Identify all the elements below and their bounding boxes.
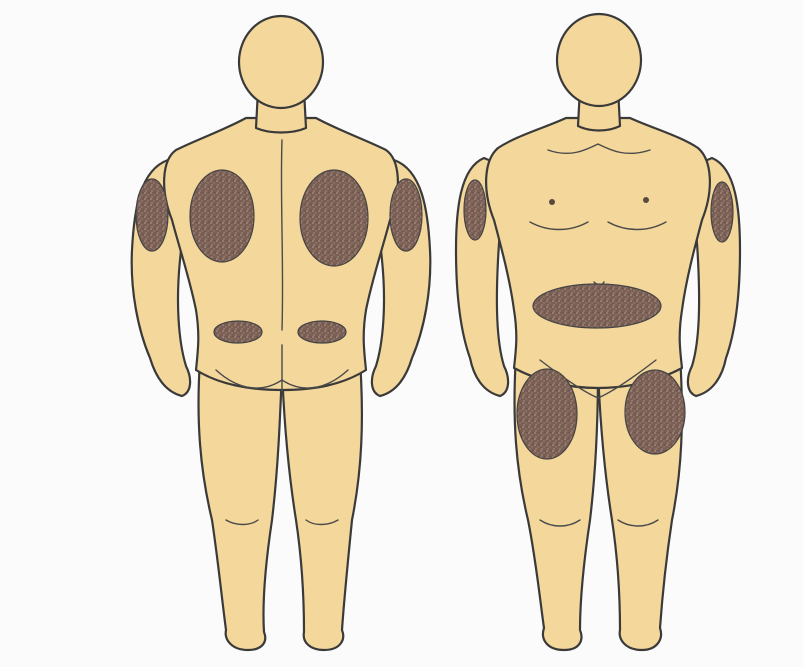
front-torso [486, 118, 710, 388]
back-zone-right-lower-back [298, 321, 346, 343]
back-head [239, 16, 323, 108]
back-view-figure [132, 16, 431, 650]
front-nipple-left [549, 199, 555, 205]
back-left-leg [199, 360, 283, 650]
front-zone-abdomen [533, 284, 661, 328]
front-zone-left-upper-arm [464, 180, 486, 240]
back-right-leg [282, 360, 362, 650]
front-view-figure [456, 14, 740, 650]
front-head [557, 14, 641, 106]
back-zone-left-lower-back [214, 321, 262, 343]
front-zone-left-thigh [517, 369, 577, 459]
front-zone-right-upper-arm [711, 182, 733, 242]
front-nipple-right [643, 197, 649, 203]
back-zone-left-upper-back [190, 170, 254, 262]
back-zone-right-upper-arm [390, 179, 422, 251]
back-zone-right-upper-back [300, 170, 368, 266]
front-zone-right-thigh [625, 370, 685, 454]
back-zone-left-upper-arm [136, 179, 168, 251]
